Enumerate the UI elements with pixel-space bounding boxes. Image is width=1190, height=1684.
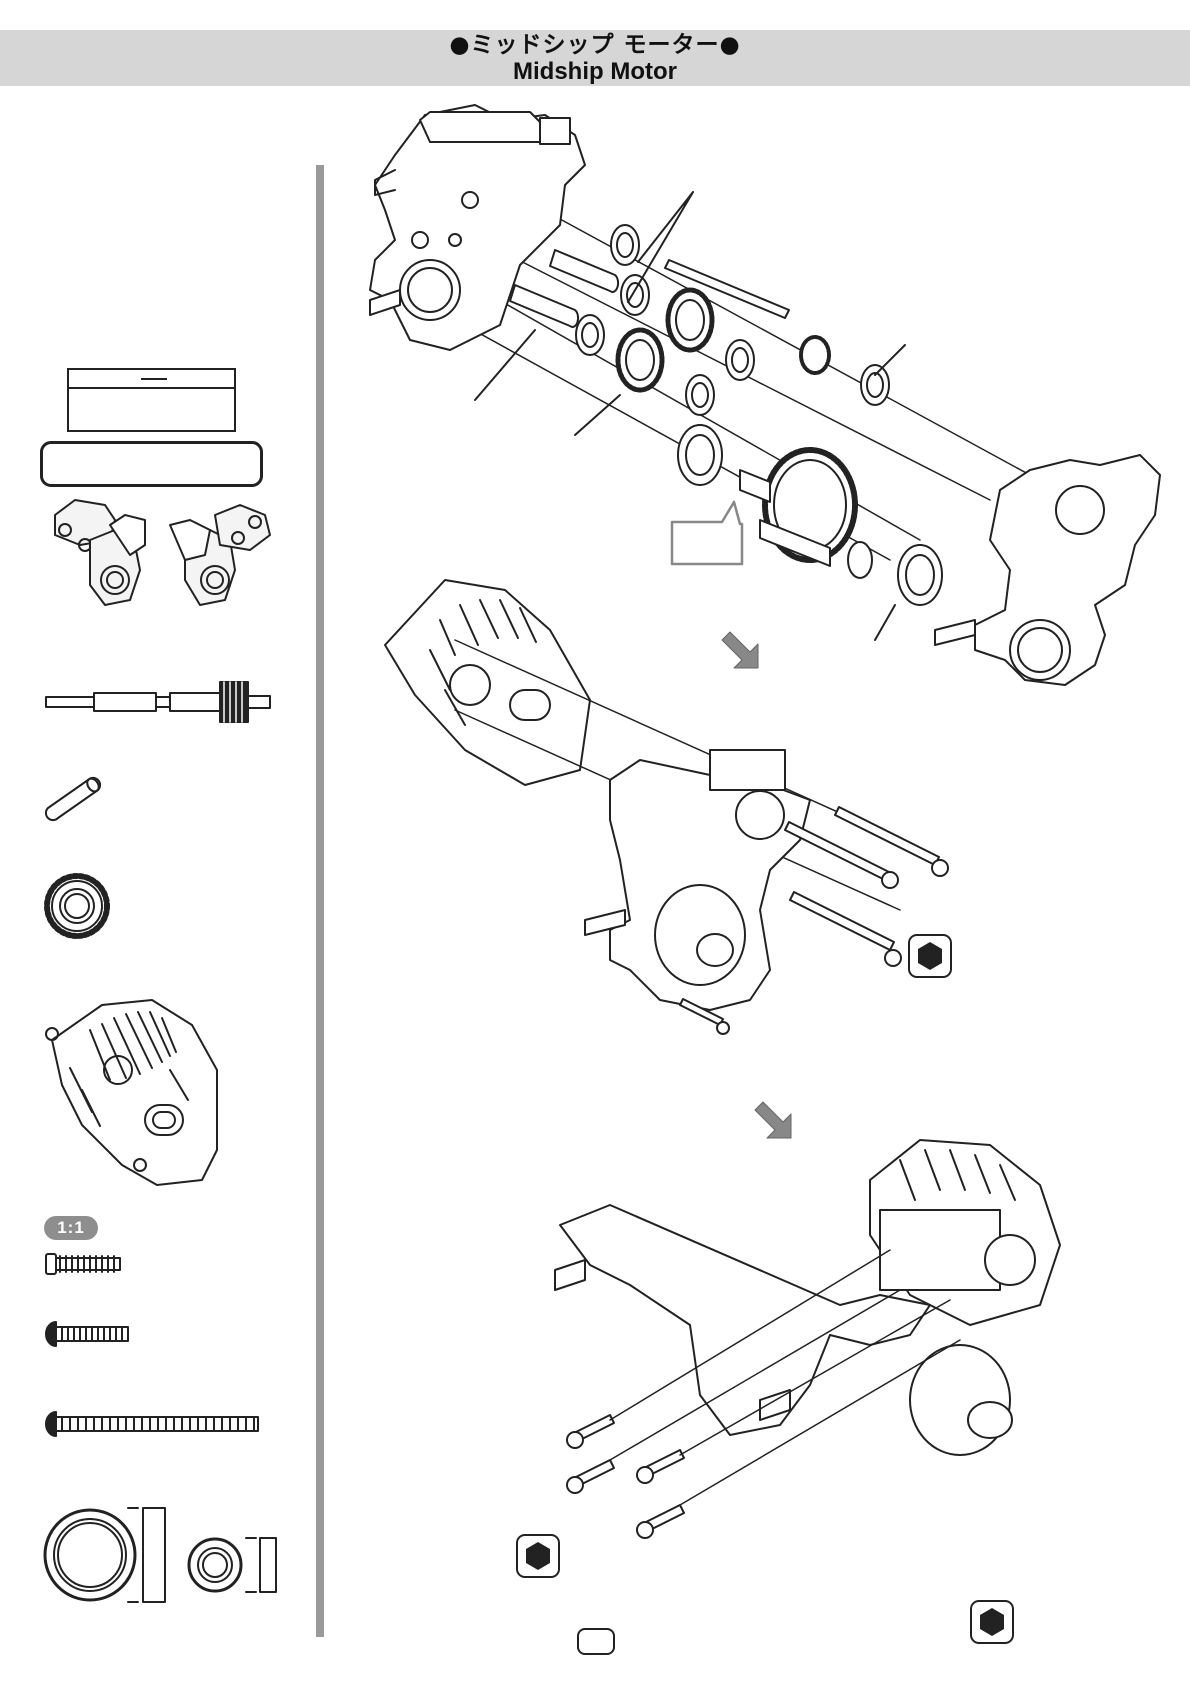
hex-wrench-icon <box>970 1600 1014 1644</box>
tapping-screw-part <box>46 1254 120 1274</box>
pin-part <box>46 776 101 820</box>
step-arrow-icon <box>755 1102 791 1138</box>
gearbox-halves-part <box>55 500 270 605</box>
hex-wrench-icon <box>516 1534 560 1578</box>
step-arrow-icon <box>722 632 758 668</box>
step-marker-box <box>577 1628 615 1655</box>
spur-gear-part <box>47 876 107 936</box>
drive-shaft-part <box>46 682 270 722</box>
hex-wrench-icon <box>908 934 952 978</box>
button-screw-part <box>46 1322 128 1346</box>
middle-assembly-view <box>385 580 948 1034</box>
lower-assembly-view <box>555 1140 1060 1538</box>
small-bearing-part <box>189 1538 276 1592</box>
long-screw-part <box>46 1412 258 1436</box>
motor-plate-part <box>46 1000 217 1185</box>
large-bearing-part <box>45 1508 165 1602</box>
